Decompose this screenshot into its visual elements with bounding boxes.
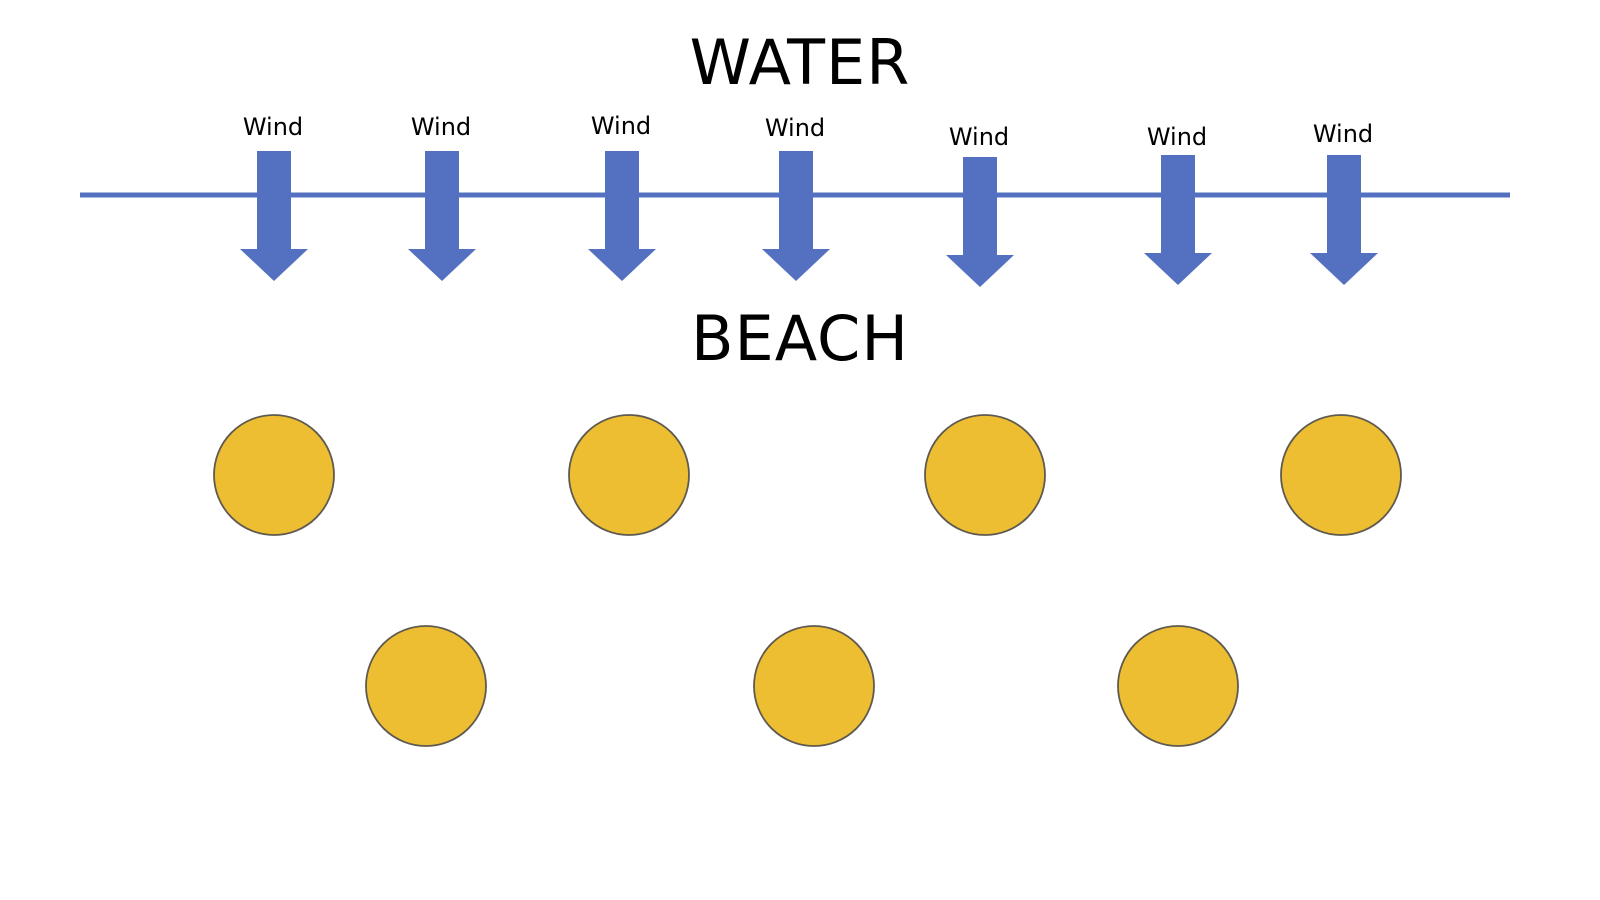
wind-label: Wind <box>1312 120 1374 148</box>
wind-arrow-icon <box>1144 155 1212 285</box>
circle-row-2 <box>365 625 487 747</box>
wind-arrow-icon <box>1310 155 1378 285</box>
wind-label: Wind <box>1146 123 1208 151</box>
circle-row-2 <box>753 625 875 747</box>
circle-row-1 <box>1280 414 1402 536</box>
wind-label: Wind <box>764 114 826 142</box>
wind-arrow-icon <box>762 151 830 281</box>
circle-row-1 <box>568 414 690 536</box>
circles <box>213 414 1402 747</box>
wind-label: Wind <box>242 113 304 141</box>
wind-label: Wind <box>410 113 472 141</box>
wind-label: Wind <box>948 123 1010 151</box>
wind-label: Wind <box>590 112 652 140</box>
water-label: WATER <box>689 26 911 99</box>
wind-arrows <box>240 151 1378 287</box>
circle-row-2 <box>1117 625 1239 747</box>
wind-arrow-icon <box>946 157 1014 287</box>
circle-row-1 <box>213 414 335 536</box>
wind-arrow-icon <box>240 151 308 281</box>
wind-arrow-icon <box>588 151 656 281</box>
wind-arrow-icon <box>408 151 476 281</box>
circle-row-1 <box>924 414 1046 536</box>
beach-label: BEACH <box>691 302 909 375</box>
